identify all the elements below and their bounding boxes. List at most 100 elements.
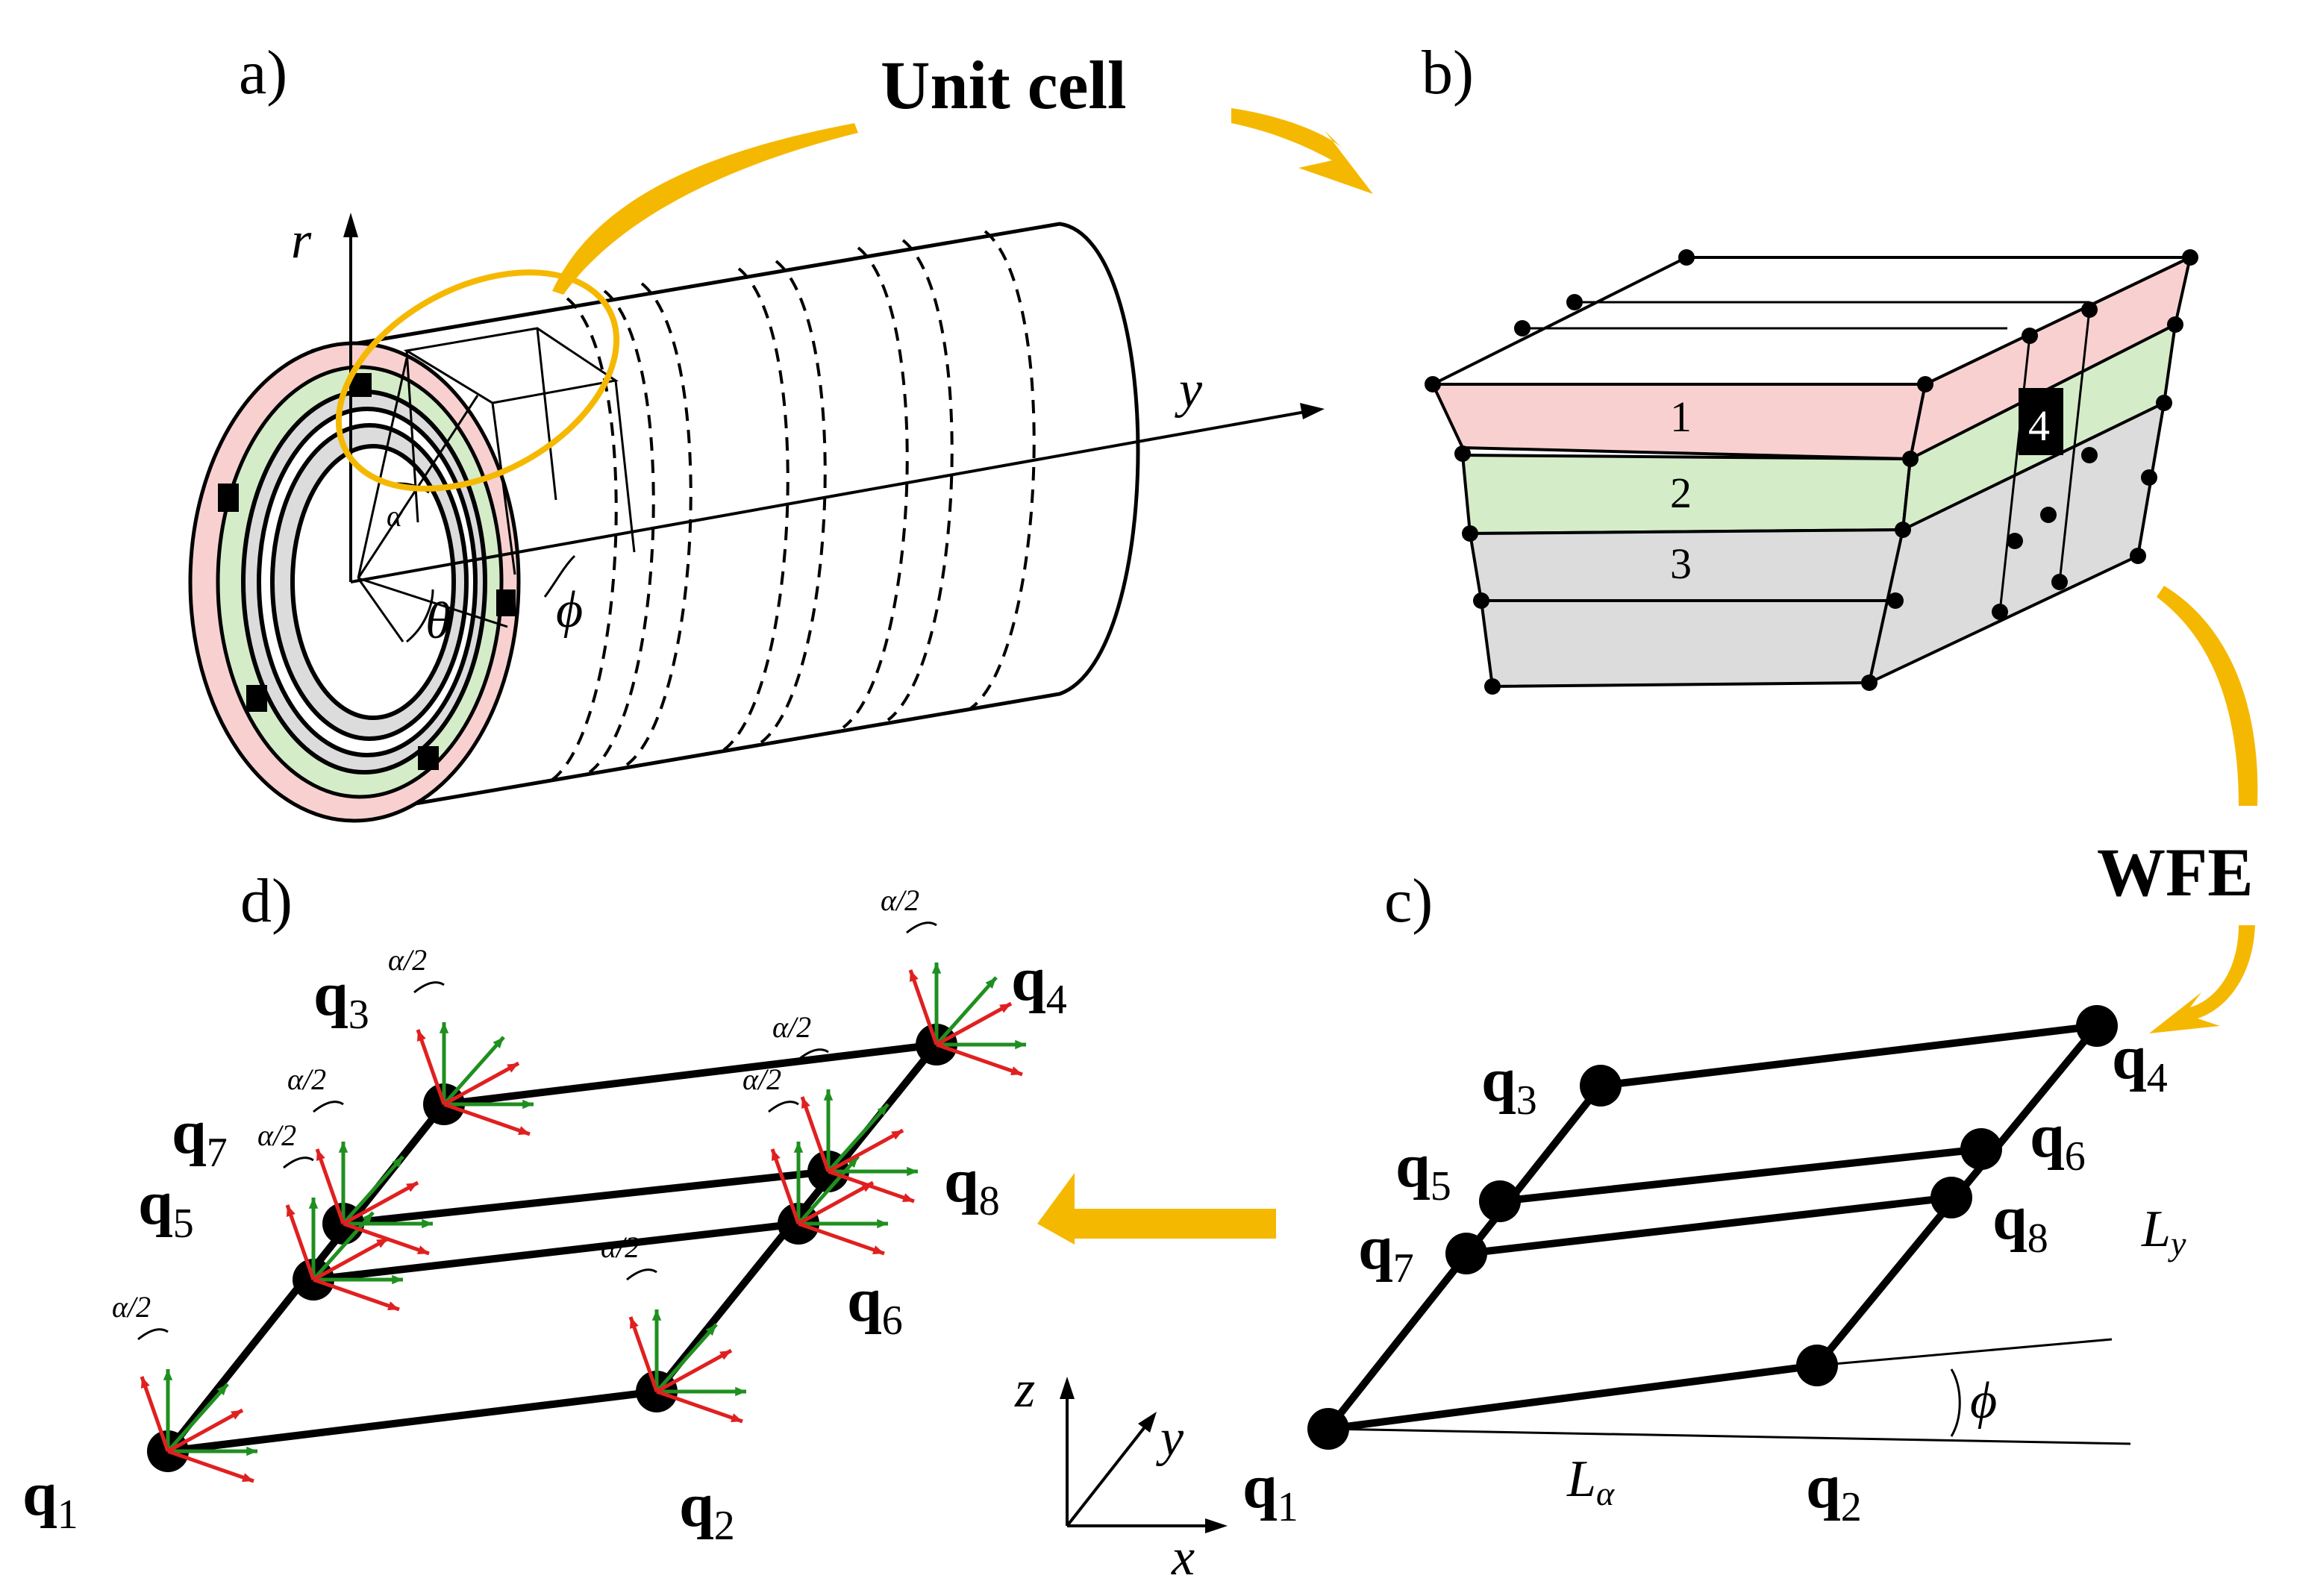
side-grid-line: [1998, 335, 2031, 613]
dashed-ring: [588, 290, 655, 774]
reference-vector: [166, 1383, 229, 1453]
reference-vector-head: [823, 1089, 834, 1101]
dashed-ring: [625, 282, 692, 766]
reference-line: [1328, 1427, 2131, 1445]
reference-vector-head: [522, 1099, 534, 1110]
phi-label: ϕ: [556, 581, 583, 639]
dashed-ring: [969, 230, 1036, 710]
rotated-vector: [828, 1169, 915, 1204]
node-q6-label: q6: [2030, 1101, 2086, 1180]
rotated-vector: [285, 1204, 316, 1280]
L-alpha-label: Lα: [1566, 1451, 1615, 1512]
rotated-vector-head: [316, 1149, 325, 1161]
dashed-ring: [722, 267, 790, 751]
phi-label-c: ϕ: [1970, 1372, 1997, 1430]
reference-vector-head: [877, 1218, 888, 1229]
node-q3-label: q3: [1481, 1045, 1537, 1124]
r-axis-label: r: [291, 212, 312, 269]
rotated-vector: [936, 1042, 1023, 1077]
half-angle-arc: [626, 1268, 657, 1281]
layer-4-block: [2019, 388, 2063, 455]
node-q4-label-d: q4: [1011, 945, 1067, 1023]
arrow-c-to-d: [1075, 1179, 1276, 1246]
half-angle-label: α/2: [287, 1063, 326, 1096]
arrow-a-to-b: [1231, 108, 1373, 194]
rotated-vector-head: [231, 1410, 243, 1420]
reference-vector-head: [392, 1274, 403, 1285]
panel-label-a: a): [239, 38, 287, 107]
rotated-vector-head: [629, 1317, 639, 1329]
rotated-vector-head: [1010, 1066, 1022, 1076]
half-angle-arc: [798, 1048, 829, 1061]
rotated-vector-head: [999, 1004, 1011, 1013]
rotated-vector: [656, 1389, 743, 1424]
node-q1-label-d: q1: [22, 1459, 78, 1538]
node-q5-label-d: q5: [138, 1168, 194, 1247]
node-q7-label: q7: [1358, 1213, 1414, 1292]
node-q4-label: q4: [2112, 1023, 2168, 1101]
L-y-label: Ly: [2141, 1201, 2186, 1262]
rotated-vector: [416, 1029, 446, 1105]
triad-y-label: y: [1156, 1409, 1184, 1467]
reference-vector-head: [931, 963, 942, 974]
alpha-label: α: [387, 499, 403, 533]
node-q2-label: q2: [1806, 1452, 1862, 1530]
reference-line: [1816, 1338, 2113, 1367]
half-angle-arc: [283, 1157, 314, 1169]
stiffener-block: [246, 685, 267, 712]
rotated-vector: [798, 1221, 885, 1256]
wfe-frame: q1 q2 q3 q4 q5 q6 q7 q8 Lα Ly ϕ: [1242, 1005, 2186, 1530]
phi-arc: [1950, 1368, 1961, 1437]
triad-z-label: z: [1014, 1361, 1035, 1418]
half-angle-label: α/2: [601, 1230, 640, 1264]
stiffener-block: [351, 373, 372, 397]
rotated-vector: [167, 1449, 254, 1483]
triad-x-label: x: [1171, 1529, 1195, 1586]
y-axis-arrowhead: [1300, 403, 1325, 419]
edge-q7-q8: [1463, 1194, 1955, 1257]
reference-vector: [827, 1103, 890, 1173]
reference-vector-head: [163, 1369, 173, 1380]
layer-2-label: 2: [1670, 469, 1692, 517]
stiffener-block: [418, 746, 439, 770]
half-angle-label: α/2: [742, 1063, 781, 1096]
rotated-vector: [312, 1236, 390, 1282]
rotated-vector-head: [387, 1301, 399, 1311]
rotated-vector: [908, 969, 939, 1045]
reference-vector-head: [246, 1446, 257, 1456]
rotated-vector: [313, 1277, 400, 1312]
rotated-vector: [770, 1148, 801, 1224]
rotated-vector-head: [518, 1126, 530, 1136]
edge-q5-q6: [310, 1220, 802, 1283]
edge-q3-q4: [440, 1041, 940, 1108]
unit-cell-pointer: [552, 123, 858, 295]
node-q1-label: q1: [1242, 1452, 1298, 1530]
mesh-nodes: [1425, 249, 2198, 695]
node-q8-label: q8: [1992, 1183, 2048, 1262]
theta-label: θ: [425, 592, 451, 650]
panel-label-d: d): [240, 866, 293, 936]
half-angle-label: α/2: [112, 1290, 151, 1324]
rotated-vector: [797, 1180, 875, 1226]
reference-vector-head: [735, 1386, 746, 1397]
wfe-frame-rotated: α/2α/2α/2α/2α/2α/2α/2α/2 q1 q2 q3 q4 q5 …: [22, 883, 1067, 1549]
unit-cell-layers: 1 2 3 4: [1425, 249, 2198, 695]
rotated-vector-head: [376, 1239, 388, 1248]
dashed-ring: [887, 239, 954, 722]
arrow-c-to-d-head: [1037, 1173, 1075, 1245]
rotated-vector-head: [507, 1063, 519, 1073]
rotated-vector: [443, 1102, 531, 1136]
rotated-vector-head: [731, 1413, 742, 1423]
reference-vector-head: [1015, 1039, 1026, 1050]
reference-vector-head: [439, 1022, 449, 1033]
half-angle-arc: [137, 1328, 169, 1341]
rotated-vector-head: [286, 1205, 296, 1217]
reference-vector-head: [985, 977, 996, 989]
reference-vector-head: [651, 1309, 662, 1321]
reference-vector-head: [308, 1198, 319, 1209]
panel-label-b: b): [1422, 38, 1474, 107]
node-q3-label-d: q3: [313, 960, 369, 1038]
rotated-vector-head: [872, 1245, 884, 1255]
half-angle-arc: [413, 981, 445, 994]
